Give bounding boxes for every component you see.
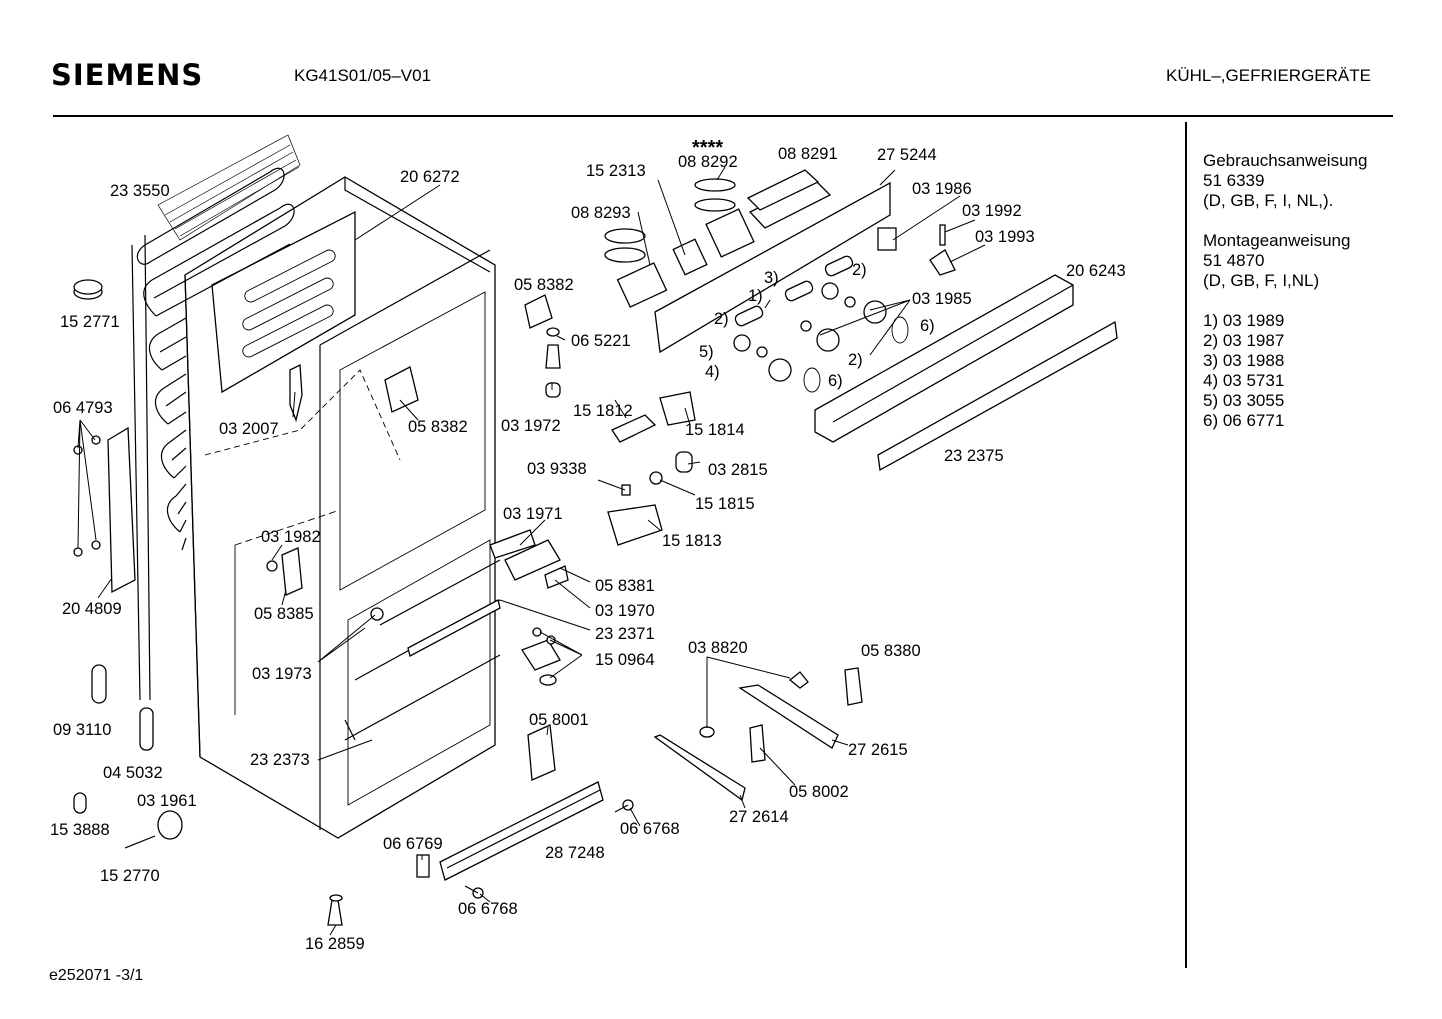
mount-languages: (D, GB, F, I,NL) (1203, 271, 1320, 290)
part-label: 15 3888 (50, 821, 110, 839)
callout-label: 5) (699, 343, 714, 361)
callout-label: 2) (714, 310, 729, 328)
condenser-coil (131, 134, 301, 701)
part-label: 15 2770 (100, 867, 160, 885)
part-label: 23 2371 (595, 625, 655, 643)
callout-label: 1) (748, 287, 763, 305)
part-label: 05 8002 (789, 783, 849, 801)
part-label: 06 4793 (53, 399, 113, 417)
callout-label: 6) (828, 372, 843, 390)
document-code: e252071 -3/1 (49, 967, 144, 984)
part-label: 05 8380 (861, 642, 921, 660)
hinge-bracket (73, 426, 136, 594)
part-label: 05 8385 (254, 605, 314, 623)
small-parts-left (73, 279, 343, 926)
part-label: 23 3550 (110, 182, 170, 200)
part-label: 15 2771 (60, 313, 120, 331)
part-label: 15 1813 (662, 532, 722, 550)
part-label: 23 2373 (250, 751, 310, 769)
part-label: 20 6243 (1066, 262, 1126, 280)
part-label: 09 3110 (53, 721, 111, 739)
part-label: 15 1815 (695, 495, 755, 513)
part-label: 05 8382 (408, 418, 468, 436)
middle-parts (266, 294, 696, 781)
product-category: KÜHL–,GEFRIERGERÄTE (1166, 66, 1371, 85)
part-label: 03 1972 (501, 417, 561, 435)
part-label: 27 2614 (729, 808, 789, 826)
part-label: 15 1812 (573, 402, 633, 420)
footnote: 5) 03 3055 (1203, 391, 1285, 410)
part-label: 03 1961 (137, 792, 197, 810)
part-label: 15 1814 (685, 421, 745, 439)
part-label: 08 8293 (571, 204, 631, 222)
part-label: 03 2007 (219, 420, 279, 438)
part-label: 03 1992 (962, 202, 1022, 220)
part-label: 03 1985 (912, 290, 972, 308)
leader-lines (77, 166, 986, 936)
header-divider (53, 115, 1393, 117)
callout-label: 2) (848, 351, 863, 369)
callout-label: 3) (764, 269, 779, 287)
manual-number: 51 6339 (1203, 171, 1265, 190)
part-label: 27 2615 (848, 741, 908, 759)
part-label: 04 5032 (103, 764, 163, 782)
callout-label: 2) (852, 261, 867, 279)
part-label: 16 2859 (305, 935, 365, 953)
part-label: 05 8381 (595, 577, 655, 595)
part-label: 06 6769 (383, 835, 443, 853)
footnote: 3) 03 1988 (1203, 351, 1285, 370)
manual-languages: (D, GB, F, I, NL,). (1203, 191, 1334, 210)
sidebar-divider (1185, 122, 1187, 968)
trim-strips (814, 274, 1118, 472)
model-number: KG41S01/05–V01 (294, 66, 432, 85)
footnote: 6) 06 6771 (1203, 411, 1285, 430)
part-label: 06 6768 (458, 900, 518, 918)
callout-label: 4) (705, 363, 720, 381)
part-label: 05 8382 (514, 276, 574, 294)
part-label: 03 8820 (688, 639, 748, 657)
brand-logo: SIEMENS (51, 58, 204, 92)
mount-number: 51 4870 (1203, 251, 1265, 270)
part-label: 05 8001 (529, 711, 589, 729)
part-label: 27 5244 (877, 146, 937, 164)
part-label: 03 1982 (261, 528, 321, 546)
manual-title: Gebrauchsanweisung (1203, 151, 1368, 170)
part-label: 06 6768 (620, 820, 680, 838)
part-label: 03 1970 (595, 602, 655, 620)
part-labels: **** 23 3550 20 6272 15 2771 06 4793 20 … (50, 137, 1126, 953)
part-label: 03 1971 (503, 505, 563, 523)
part-label: 08 8291 (778, 145, 838, 163)
part-label: 03 1993 (975, 228, 1035, 246)
part-label: 08 8292 (678, 153, 738, 171)
footnote: 1) 03 1989 (1203, 311, 1285, 330)
control-panel (604, 169, 956, 393)
callout-label: 6) (920, 317, 935, 335)
footnote: 4) 03 5731 (1203, 371, 1285, 390)
part-label: 15 0964 (595, 651, 655, 669)
sidebar-notes: Gebrauchsanweisung 51 6339 (D, GB, F, I,… (1203, 151, 1367, 431)
lower-right-parts (416, 667, 863, 899)
part-label: 03 9338 (527, 460, 587, 478)
part-label: 03 2815 (708, 461, 768, 479)
part-label: 28 7248 (545, 844, 605, 862)
part-label: 03 1986 (912, 180, 972, 198)
part-label: 03 1973 (252, 665, 312, 683)
part-label: 20 4809 (62, 600, 122, 618)
footnote: 2) 03 1987 (1203, 331, 1285, 350)
part-label: 06 5221 (571, 332, 631, 350)
rear-plate (211, 210, 356, 394)
mount-title: Montageanweisung (1203, 231, 1351, 250)
stars-mark: **** (692, 137, 723, 159)
part-label: 15 2313 (586, 162, 646, 180)
part-label: 23 2375 (944, 447, 1004, 465)
part-label: 20 6272 (400, 168, 460, 186)
